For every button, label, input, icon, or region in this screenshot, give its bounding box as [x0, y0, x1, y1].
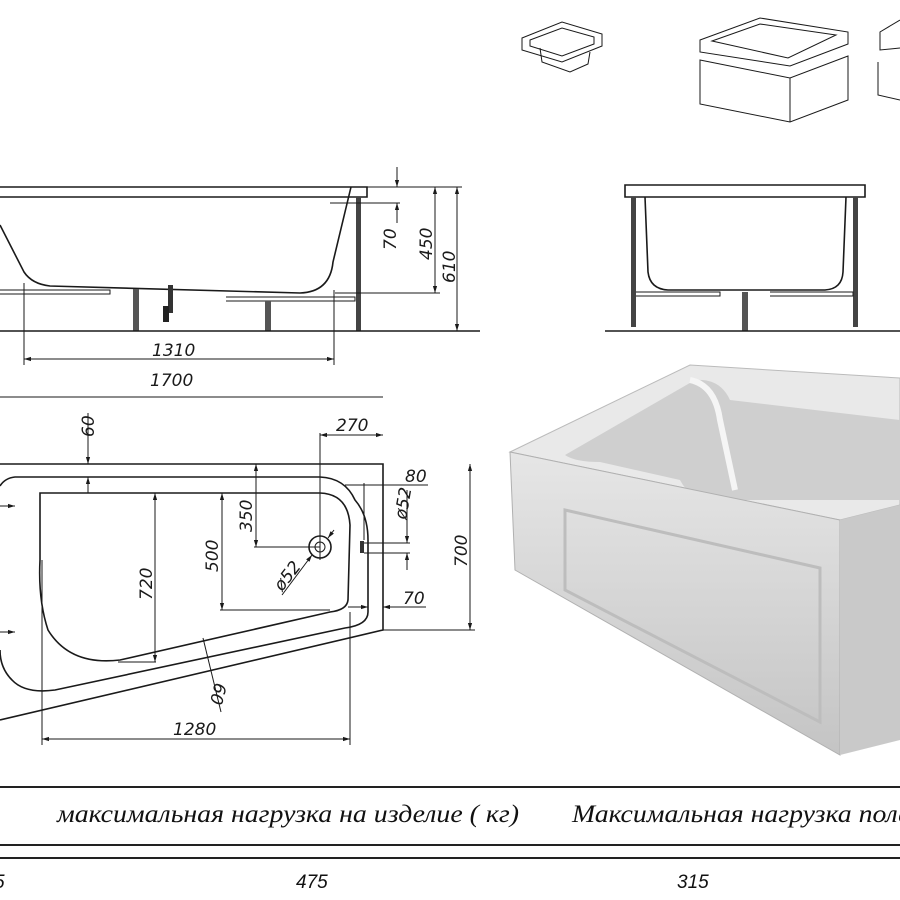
bathtub-3d-render	[508, 364, 900, 756]
dim-70-right: 70	[403, 589, 425, 609]
value-load-floor: 315	[677, 872, 709, 893]
load-table: максимальная нагрузка на изделие ( кг) М…	[0, 786, 900, 893]
value-load-product: 475	[296, 872, 328, 893]
dim-drain-diameter: ø52	[270, 558, 306, 596]
dim-350: 350	[237, 500, 257, 532]
dim-500: 500	[203, 540, 223, 572]
dim-450: 450	[417, 228, 437, 260]
thumbnail-tub-partial	[877, 19, 900, 101]
header-max-load-product: максимальная нагрузка на изделие ( кг)	[56, 801, 519, 828]
dim-60-top: 60	[79, 415, 99, 437]
dim-700: 700	[452, 535, 472, 567]
thumbnail-tub-with-panel	[699, 17, 849, 123]
dim-610: 610	[440, 251, 460, 283]
dim-720: 720	[137, 568, 157, 600]
top-view: 60 270 350 500 720 ø52 80 ø52 70 700 60	[0, 396, 475, 745]
dim-1280: 1280	[173, 720, 216, 740]
dim-1700: 1700	[150, 371, 193, 391]
thumbnail-tub-plain	[521, 21, 603, 73]
dim-60-front: 60	[205, 681, 230, 707]
side-view-long: 1310 70 450 610	[0, 167, 480, 365]
dim-270: 270	[336, 416, 368, 436]
dim-70-rim: 70	[381, 228, 401, 250]
value-partial: 5	[0, 872, 5, 893]
drain-circle	[308, 535, 332, 559]
side-view-short	[605, 184, 900, 332]
header-max-load-floor: Максимальная нагрузка пола	[571, 801, 900, 828]
dim-80: 80	[405, 467, 427, 487]
dim-1310: 1310	[152, 341, 195, 361]
dim-overflow-diameter: ø52	[391, 486, 416, 522]
